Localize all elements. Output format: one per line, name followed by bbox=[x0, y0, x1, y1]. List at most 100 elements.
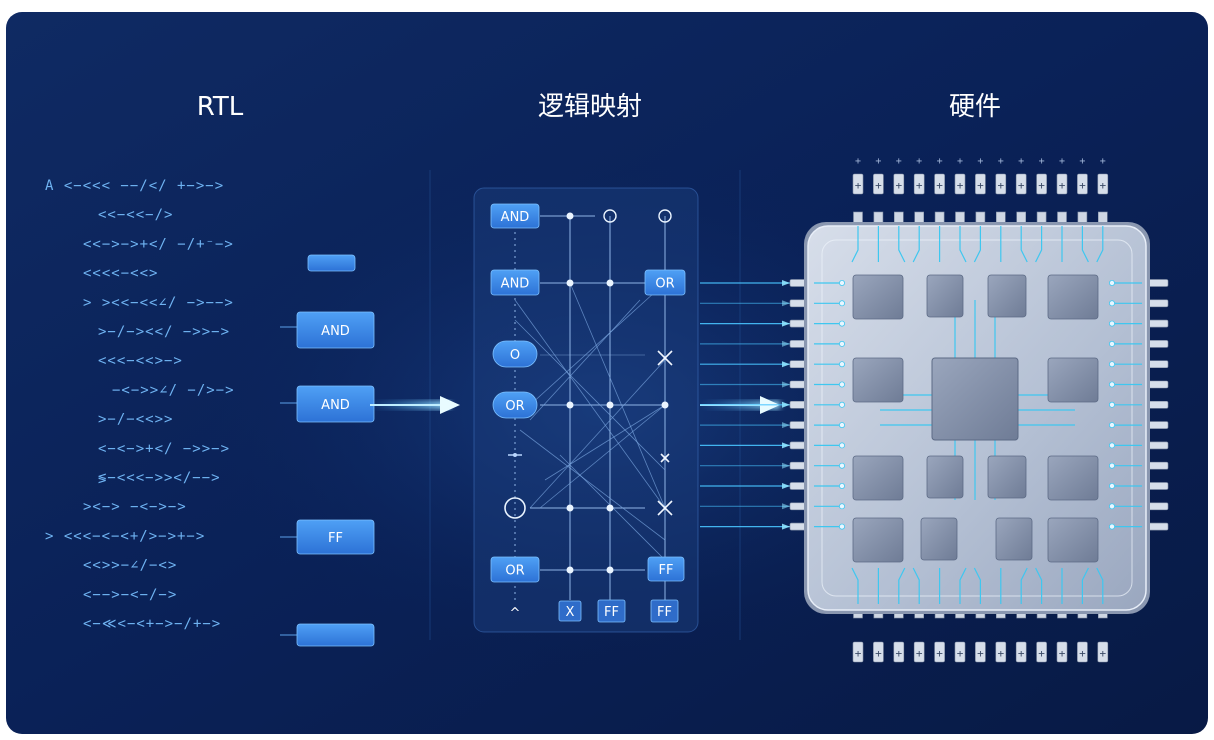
rtl-code-line: <<<<−<<> bbox=[83, 266, 158, 282]
title-rtl: RTL bbox=[197, 92, 244, 122]
chip-pin-top-label: + bbox=[1059, 179, 1066, 192]
chip-pin-top-label: + bbox=[936, 179, 943, 192]
chip-input-arrowhead bbox=[782, 320, 790, 327]
chip-die bbox=[920, 517, 958, 561]
grid-open-node bbox=[658, 209, 672, 223]
chip-pin-top-label: + bbox=[916, 179, 923, 192]
hardware-chip: +++++++++++++++++++++++++++++++++++++++ bbox=[789, 156, 1169, 663]
chip-trace-pad bbox=[1109, 320, 1116, 327]
chip-pin-bottom bbox=[1015, 641, 1027, 663]
chip-trace-pad bbox=[839, 422, 846, 429]
grid-crossing-wire bbox=[514, 319, 666, 471]
rtl-code-panel: A <−<<< −−/</ +−>−><<−<<−/><<−>−>+</ −/+… bbox=[45, 178, 235, 632]
rtl-code-line: <<<−<<>−> bbox=[98, 353, 183, 369]
chip-pin-bottom-label: + bbox=[977, 647, 984, 660]
chip-trace bbox=[851, 226, 859, 263]
mapping-panel bbox=[473, 187, 699, 633]
chip-input-arrowhead bbox=[782, 381, 790, 388]
grid-small-marker-dot bbox=[513, 453, 517, 457]
logic-gate-pill bbox=[492, 340, 538, 368]
chip-trace-pad bbox=[839, 361, 846, 368]
chip-trace-pad bbox=[1109, 523, 1116, 530]
chip-trace-pad bbox=[839, 401, 846, 408]
chip-trace-pad bbox=[1109, 482, 1116, 489]
chip-pin-top bbox=[1036, 173, 1047, 195]
chip-pin-top bbox=[1077, 173, 1088, 195]
chip-central-die bbox=[931, 357, 1019, 441]
chip-trace-pad bbox=[839, 482, 846, 489]
rtl-code-line: <−≪<−<+−>−/+−> bbox=[83, 616, 221, 632]
chip-die bbox=[852, 357, 904, 403]
chip-pin-top bbox=[913, 173, 925, 195]
bottom-ff-label: FF bbox=[604, 605, 619, 620]
chip-die bbox=[995, 517, 1033, 561]
rtl-block bbox=[296, 623, 375, 647]
logic-gate bbox=[647, 556, 685, 582]
grid-junction-dot bbox=[606, 279, 614, 287]
rtl-code-line: A <−<<< −−/</ +−>−> bbox=[45, 178, 224, 194]
chip-trace-pad bbox=[1109, 279, 1116, 286]
chip-trace bbox=[912, 226, 920, 263]
chip-trace bbox=[1020, 567, 1028, 604]
bottom-cross-box bbox=[558, 600, 582, 622]
chip-pin-bottom bbox=[913, 641, 925, 663]
logic-gate-label: FF bbox=[659, 563, 674, 578]
chip-pin-top-label: + bbox=[1038, 179, 1045, 192]
chip-top-pin-marker: + bbox=[916, 156, 922, 167]
chip-trace-pad bbox=[839, 340, 846, 347]
chip-pin-top-label: + bbox=[957, 179, 964, 192]
chip-pin-bottom bbox=[954, 641, 966, 663]
logic-gate bbox=[644, 269, 686, 296]
rtl-block-label: AND bbox=[321, 398, 350, 413]
chip-pin-bottom-label: + bbox=[957, 647, 964, 660]
chip-die bbox=[987, 455, 1027, 499]
chip-pin-bottom bbox=[1077, 641, 1088, 663]
grid-junction-dot bbox=[606, 401, 614, 409]
chip-pin-top bbox=[893, 173, 905, 195]
chip-input-arrowhead bbox=[782, 523, 790, 530]
chip-trace-pad bbox=[839, 320, 846, 327]
grid-junction-dot bbox=[566, 504, 574, 512]
chip-top-pin-marker: + bbox=[1079, 156, 1085, 167]
bottom-up-marker: ^ bbox=[510, 606, 521, 621]
rtl-block bbox=[296, 311, 375, 349]
chip-top-pin-marker: + bbox=[875, 156, 881, 167]
rtl-code-line: >−/−><</ −>>−> bbox=[98, 324, 230, 340]
rtl-block-label: AND bbox=[321, 324, 350, 339]
chip-trace bbox=[1081, 567, 1089, 604]
chip-pin-top bbox=[873, 173, 884, 195]
chip-pin-top bbox=[1097, 173, 1109, 195]
chip-pin-bottom-label: + bbox=[1099, 647, 1106, 660]
chip-trace bbox=[912, 567, 920, 604]
bottom-ff-box bbox=[597, 599, 626, 623]
logic-gate-label: AND bbox=[501, 210, 530, 225]
rtl-code-line: ≶−<<<−>></−−> bbox=[98, 470, 221, 486]
chip-pin-bottom-label: + bbox=[916, 647, 923, 660]
chip-input-lines bbox=[700, 280, 790, 530]
grid-crossing-wire bbox=[569, 282, 666, 509]
chip-die bbox=[926, 455, 964, 499]
chip-trace bbox=[973, 226, 982, 263]
chip-top-pin-marker: + bbox=[1018, 156, 1024, 167]
chip-pin-bottom bbox=[1097, 641, 1109, 663]
chip-trace-pad bbox=[1109, 361, 1116, 368]
rtl-code-line: <−<−>+</ −>>−> bbox=[98, 441, 230, 457]
rtl-code-line: <<−>−>+</ −/+⁻−> bbox=[83, 236, 234, 252]
chip-die bbox=[852, 517, 904, 563]
chip-trace bbox=[1035, 567, 1043, 604]
chip-trace bbox=[1020, 226, 1028, 263]
chip-pin-bottom bbox=[1036, 641, 1047, 663]
logic-gate-label: OR bbox=[655, 277, 674, 292]
chip-trace-pad bbox=[1109, 442, 1116, 449]
chip-trace-pad bbox=[839, 523, 846, 530]
chip-pin-bottom bbox=[995, 641, 1007, 663]
rtl-code-line: −<−>>∠/ −/>−> bbox=[112, 382, 235, 398]
rtl-code-line: > <<<−<−<+/>−>+−> bbox=[45, 528, 205, 544]
chip-pin-top bbox=[934, 173, 945, 195]
chip-pin-bottom-label: + bbox=[1018, 647, 1025, 660]
rtl-code-line: <<>>−∠/−<> bbox=[83, 558, 177, 574]
rtl-code-line: > ><<−<<∠/ −>−−> bbox=[83, 295, 234, 311]
rtl-code-line: <−−>−<−/−> bbox=[83, 587, 177, 603]
chip-die bbox=[852, 455, 904, 501]
grid-junction-dot bbox=[661, 401, 669, 409]
